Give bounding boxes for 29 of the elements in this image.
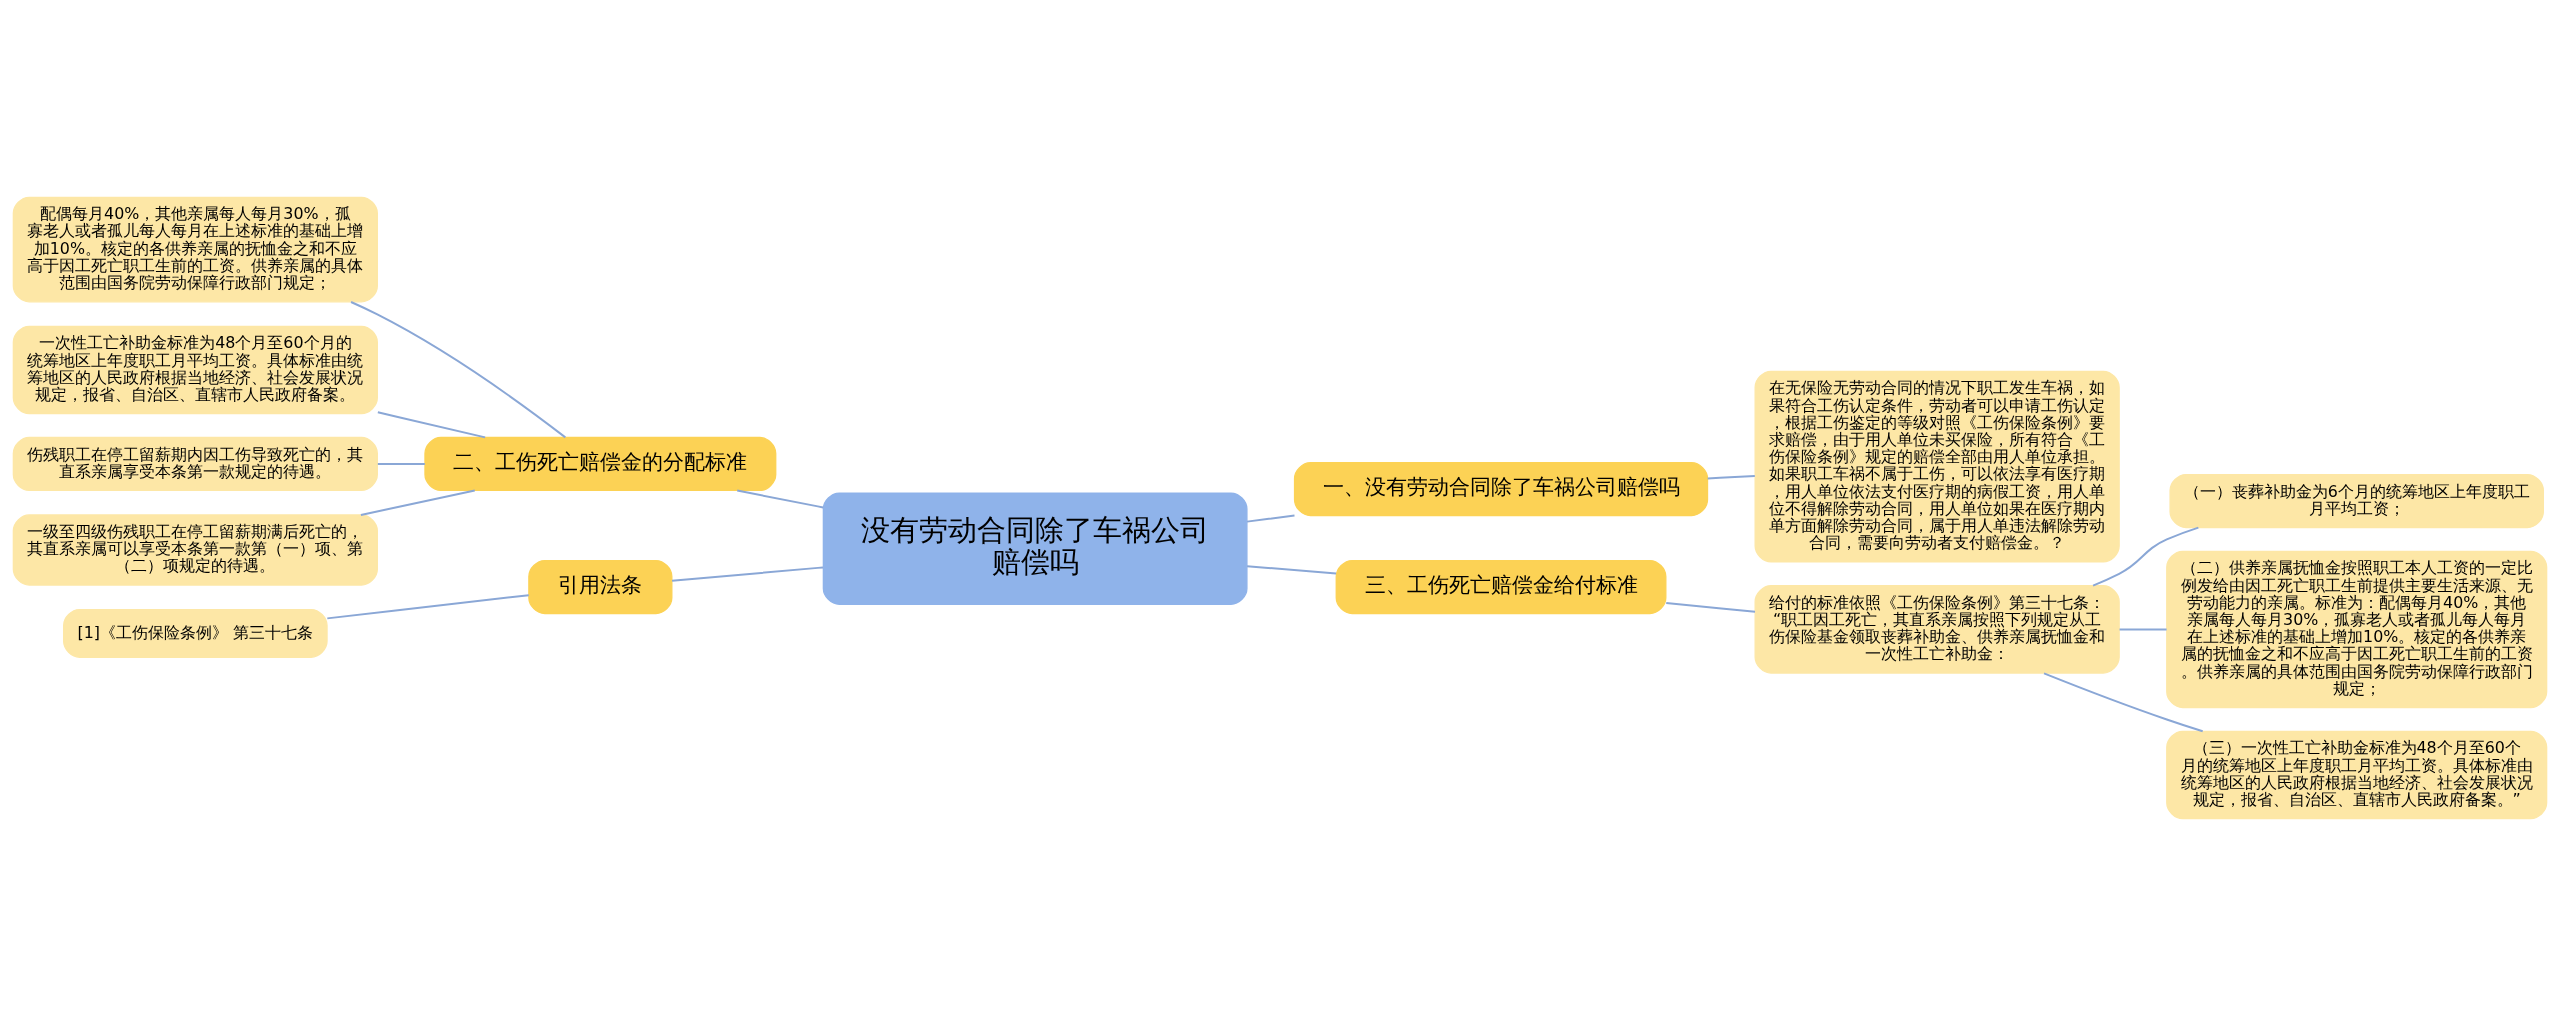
connector [1246,565,1338,575]
node-box: 没有劳动合同除了车祸公司赔偿吗 [822,492,1248,605]
connector [736,489,825,509]
node-box: 伤残职工在停工留薪期内因工伤导致死亡的，其直系亲属享受本条第一款规定的待遇。 [12,436,378,492]
node-box: 一、没有劳动合同除了车祸公司赔偿吗 [1293,462,1709,517]
node-box: （三）一次性工亡补助金标准为48个月至60个月的统筹地区上年度职工月平均工资。具体标准由统筹地区的人民政府根据当地经济、社会发展状况规定，报省、自治区、直辖市人民政府备案。” [2166,730,2548,820]
node-box: 一级至四级伤残职工在停工留薪期满后死亡的，其直系亲属可以享受本条第一款第（一）项、第（二）项规定的待遇。 [12,514,378,586]
connector [326,594,530,620]
connector [350,301,567,439]
connector [671,566,824,582]
connector [2118,628,2168,631]
connector [1706,475,1756,480]
node-box: 一次性工亡补助金标准为48个月至60个月的统筹地区上年度职工月平均工资。具体标准由统筹地区的人民政府根据当地经济、社会发展状况规定，报省、自治区、直辖市人民政府备案。 [12,325,378,415]
node-box: 三、工伤死亡赔偿金给付标准 [1335,559,1667,615]
node-box: 在无保险无劳动合同的情况下职工发生车祸，如果符合工伤认定条件，劳动者可以申请工伤认定，根据工伤鉴定的等级对照《工伤保险条例》要求赔偿，由于用人单位未买保险，所有符合《工伤保险条例》规定的赔偿全部由用人单位承担。如果职工车祸不属于工伤，可以依法享有医疗期，用人单位依法支付医疗期的病假工资，用人单位不得解除劳动合同，用人单位如果在医疗期内单方面解除劳动合同，属于用人单违法解除劳动合同，需要向劳动者支付赔偿金。？ [1754,370,2120,563]
connector [2092,526,2200,587]
node-box: （二）供养亲属抚恤金按照职工本人工资的一定比例发给由因工死亡职工生前提供主要生活来源、无劳动能力的亲属。标准为：配偶每月40%，其他亲属每人每月30%，孤寡老人或者孤儿每人每月在上述标准的基础上增加10%。核定的各供养亲属的抚恤金之和不应高于因工死亡职工生前的工资。供养亲属的具体范围由国务院劳动保障行政部门规定； [2166,550,2548,709]
node-box: （一）丧葬补助金为6个月的统筹地区上年度职工月平均工资； [2169,473,2544,529]
connector [1665,602,1757,613]
node-box: 配偶每月40%，其他亲属每人每月30%，孤寡老人或者孤儿每人每月在上述标准的基础上增加10%。核定的各供养亲属的抚恤金之和不应高于因工死亡职工生前的工资。供养亲属的具体范围由国务院劳动保障行政部门规定； [12,196,378,303]
node-box: 引用法条 [528,559,673,615]
connector [2043,672,2204,733]
node-box: 二、工伤死亡赔偿金的分配标准 [424,436,777,492]
connector [376,463,426,465]
connector [376,411,487,439]
node-box: [1]《工伤保险条例》 第三十七条 [63,608,328,658]
connector [359,489,476,516]
connector [1246,514,1296,523]
node-box: 给付的标准依照《工伤保险条例》第三十七条：“职工因工死亡，其直系亲属按照下列规定从工伤保险基金领取丧葬补助金、供养亲属抚恤金和一次性工亡补助金： [1754,585,2120,674]
